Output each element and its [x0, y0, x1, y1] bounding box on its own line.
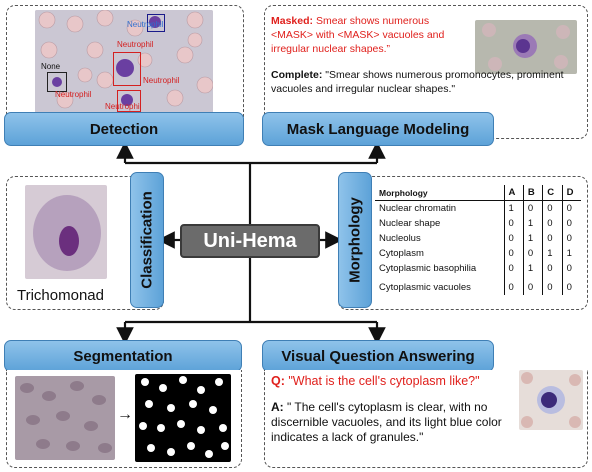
table-row: Cytoplasmic vacuoles 0 0 0 0 — [375, 276, 581, 295]
detection-smear-graphic — [35, 10, 213, 113]
vqa-panel: Q: "What is the cell's cytoplasm like?" … — [264, 370, 588, 468]
morphology-label: Morphology — [338, 172, 372, 308]
box-label: Neutrophil — [143, 76, 180, 85]
complete-text: Complete: "Smear shows numerous promonoc… — [271, 69, 564, 95]
vqa-cell-graphic — [519, 370, 583, 430]
bbox-3 — [47, 72, 67, 92]
table-row: Nuclear chromatin 1 0 0 0 — [375, 200, 581, 216]
segmentation-label: Segmentation — [4, 340, 242, 372]
box-label: None — [41, 62, 61, 71]
uni-hema-box: Uni-Hema — [180, 224, 320, 258]
classification-panel: Trichomonad — [6, 176, 164, 310]
masked-text: Masked: Smear shows numerous <MASK> with… — [271, 15, 445, 55]
table-row: Nuclear shape 0 1 0 0 — [375, 216, 581, 231]
bbox-1 — [147, 14, 165, 32]
detection-label: Detection — [4, 112, 244, 146]
mlm-smear-image — [475, 20, 577, 74]
morphology-panel: Morphology A B C D Nuclear chromatin 1 0… — [338, 176, 588, 310]
table-row: Cytoplasm 0 0 1 1 — [375, 246, 581, 261]
segmentation-panel: → — [6, 370, 242, 468]
bbox-4 — [117, 90, 141, 112]
segmentation-arrow-icon: → — [117, 406, 133, 423]
center-title: Uni-Hema — [203, 229, 297, 252]
trichomonad-graphic — [25, 185, 107, 279]
segmentation-mask-image — [135, 374, 231, 462]
box-label: Neutrophil — [127, 20, 164, 29]
table-row: Cytoplasmic basophilia 0 1 0 0 — [375, 261, 581, 276]
mlm-panel: Masked: Smear shows numerous <MASK> with… — [264, 5, 588, 139]
vqa-cell-image — [519, 370, 583, 430]
vqa-question: Q: "What is the cell's cytoplasm like?" — [271, 374, 480, 388]
mlm-label: Mask Language Modeling — [262, 112, 494, 146]
vqa-label: Visual Question Answering — [262, 340, 494, 372]
vqa-answer: A: " The cell's cytoplasm is clear, with… — [271, 400, 502, 444]
segmentation-input-graphic — [15, 376, 115, 460]
classification-label: Classification — [130, 172, 164, 308]
box-label: Neutrophil — [55, 90, 92, 99]
bbox-2 — [113, 52, 141, 86]
table-header-row: Morphology A B C D — [375, 185, 581, 201]
morphology-table: Morphology A B C D Nuclear chromatin 1 0… — [375, 185, 581, 295]
detection-smear-image: None Neutrophil Neutrophil Neutrophil Ne… — [35, 10, 213, 113]
classification-caption: Trichomonad — [17, 287, 104, 304]
trichomonad-image — [25, 185, 107, 279]
box-label: Neutrophil — [117, 40, 154, 49]
segmentation-input-image — [15, 376, 115, 460]
mlm-smear-graphic — [475, 20, 577, 74]
table-row: Nucleolus 0 1 0 0 — [375, 231, 581, 246]
segmentation-mask-graphic — [135, 374, 231, 462]
box-label: Neutrophil — [105, 102, 142, 111]
